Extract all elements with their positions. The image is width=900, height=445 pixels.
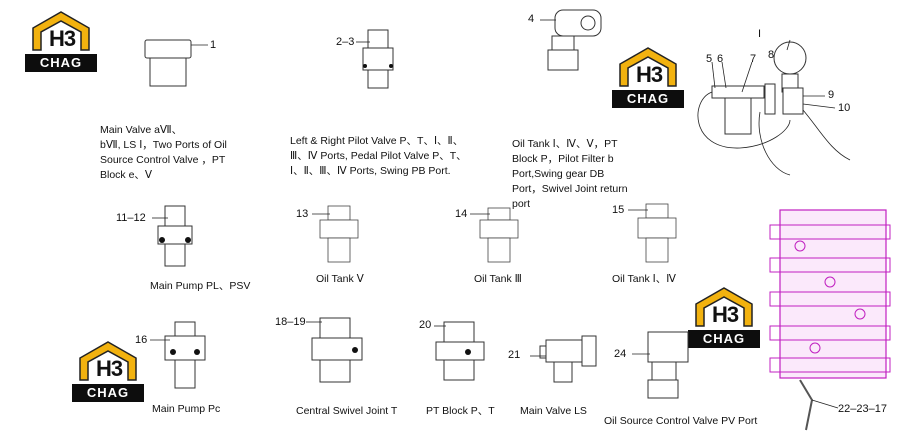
elbow-part-24 xyxy=(632,331,689,399)
caption-pt-block: PT Block P、T xyxy=(426,405,495,417)
caption-line: Oil Tank Ⅰ、Ⅳ、Ⅴ，PT xyxy=(512,138,618,150)
caption-oil-tank-ports: Oil Tank Ⅰ、Ⅳ、Ⅴ，PT Block P，Pilot Filter b… xyxy=(512,137,672,212)
plug-part-1 xyxy=(144,39,208,87)
caption-line: Block e、Ⅴ xyxy=(100,169,153,181)
logo-brand: CHAG xyxy=(612,90,684,108)
caption-oil-tank-i-iv: Oil Tank Ⅰ、Ⅳ xyxy=(612,273,676,285)
caption-pilot-source-pv: Oil Source Control Valve PV Port xyxy=(604,415,758,427)
callout-24: 24 xyxy=(614,348,627,360)
adapter-part-16 xyxy=(150,321,206,389)
callout-8: 8 xyxy=(768,49,775,61)
adapter-part-18-19 xyxy=(306,317,363,383)
pilot-filter-assembly xyxy=(697,39,851,176)
adapter-part-11-12 xyxy=(152,205,193,267)
caption-oil-tank-v: Oil Tank Ⅴ xyxy=(316,273,364,285)
caption-line: Ⅲ、Ⅳ Ports, Pedal Pilot Valve P、T、 xyxy=(290,150,467,162)
callout-6: 6 xyxy=(717,53,724,65)
logo-brand: CHAG xyxy=(25,54,97,72)
caption-main-valve-ls: Main Valve LS xyxy=(520,405,587,417)
house-logo-icon xyxy=(695,287,753,327)
house-logo-icon xyxy=(619,47,677,87)
caption-pilot-valve: Left & Right Pilot Valve P、T、Ⅰ、Ⅱ、 Ⅲ、Ⅳ Po… xyxy=(290,134,505,179)
callout-22-23-17: 22–23–17 xyxy=(838,403,887,415)
brand-logo: H3 CHAG xyxy=(688,286,760,348)
callout-18-19: 18–19 xyxy=(275,316,306,328)
logo-mark: H3 xyxy=(712,302,739,327)
adapter-part-20 xyxy=(434,321,485,381)
brand-logo: H3 CHAG xyxy=(72,340,144,402)
callout-21: 21 xyxy=(508,349,521,361)
caption-oil-tank-iii: Oil Tank Ⅲ xyxy=(474,273,522,285)
caption-line: Port,Swing gear DB xyxy=(512,168,605,180)
callout-7: 7 xyxy=(750,53,757,65)
logo-mark: H3 xyxy=(636,62,663,87)
brand-logo: H3 CHAG xyxy=(612,46,684,108)
callout-2-3: 2–3 xyxy=(336,36,355,48)
house-logo-icon xyxy=(79,341,137,381)
callout-10: 10 xyxy=(838,102,851,114)
callout-11-12: 11–12 xyxy=(116,212,146,224)
main-control-valve xyxy=(769,209,891,431)
caption-main-valve: Main Valve aⅦ、 bⅦ, LS Ⅰ，Two Ports of Oil… xyxy=(100,123,280,183)
caption-main-pump-pc: Main Pump Pc xyxy=(152,403,221,415)
elbow-part-4 xyxy=(540,9,602,71)
caption-line: Port，Swivel Joint return xyxy=(512,183,628,195)
callout-16: 16 xyxy=(135,334,148,346)
caption-line: Source Control Valve ，PT xyxy=(100,154,226,166)
callout-4: 4 xyxy=(528,13,535,25)
callout-20: 20 xyxy=(419,319,432,331)
callout-14: 14 xyxy=(455,208,468,220)
caption-line: port xyxy=(512,198,531,210)
tee-part-21 xyxy=(530,335,597,383)
callout-15: 15 xyxy=(612,204,625,216)
callout-9: 9 xyxy=(828,89,835,101)
caption-central-swivel: Central Swivel Joint T xyxy=(296,405,398,417)
house-logo-icon xyxy=(32,11,90,51)
caption-line: Block P，Pilot Filter b xyxy=(512,153,614,165)
brand-logo: H3 CHAG xyxy=(25,10,97,72)
callout-13: 13 xyxy=(296,208,309,220)
callout-1: 1 xyxy=(210,39,217,51)
adapter-part-14 xyxy=(470,207,519,263)
callout-I: I xyxy=(758,28,762,40)
caption-line: Ⅰ、Ⅱ、Ⅲ、Ⅳ Ports, Swing PB Port. xyxy=(290,165,451,177)
adapter-part-2-3 xyxy=(356,29,394,89)
logo-brand: CHAG xyxy=(72,384,144,402)
caption-line: bⅦ, LS Ⅰ，Two Ports of Oil xyxy=(100,139,227,151)
caption-main-pump-pl: Main Pump PL、PSV xyxy=(150,280,251,292)
logo-mark: H3 xyxy=(96,356,123,381)
caption-line: Left & Right Pilot Valve P、T、Ⅰ、Ⅱ、 xyxy=(290,135,464,147)
callout-5: 5 xyxy=(706,53,713,65)
caption-line: Main Valve aⅦ、 xyxy=(100,124,183,136)
adapter-part-15 xyxy=(628,203,677,263)
adapter-part-13 xyxy=(312,205,359,263)
logo-brand: CHAG xyxy=(688,330,760,348)
logo-mark: H3 xyxy=(49,26,76,51)
